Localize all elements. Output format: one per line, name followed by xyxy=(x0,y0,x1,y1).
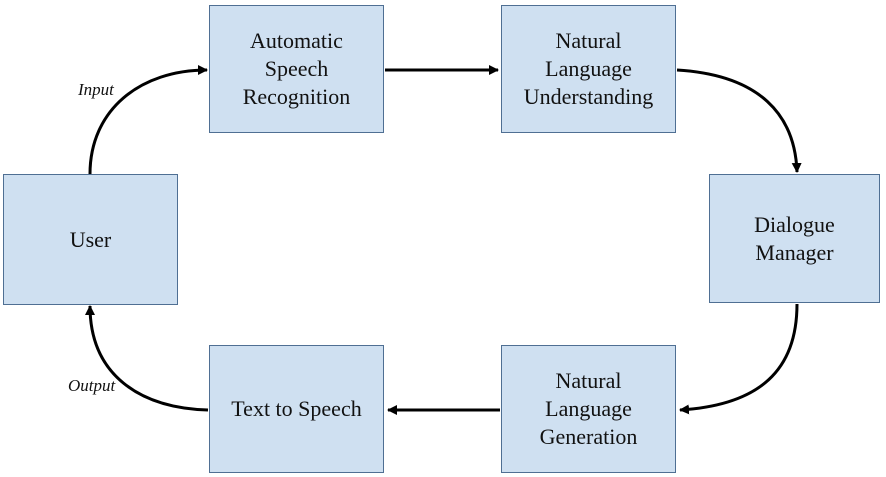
node-automatic-speech-recognition: Automatic Speech Recognition xyxy=(209,5,384,133)
node-user: User xyxy=(3,174,178,305)
node-label-dm: Dialogue Manager xyxy=(754,211,835,265)
node-text-to-speech: Text to Speech xyxy=(209,345,384,473)
edge-label-input: Input xyxy=(78,80,114,99)
arrow-dm-to-nlg xyxy=(679,303,799,415)
node-natural-language-generation: Natural Language Generation xyxy=(501,345,676,473)
arrow-user-to-asr xyxy=(88,65,208,175)
node-label-nlg: Natural Language Generation xyxy=(539,368,638,449)
arrow-nlu-to-dm xyxy=(676,68,802,173)
node-label-nlu: Natural Language Understanding xyxy=(523,28,654,109)
node-label-asr: Automatic Speech Recognition xyxy=(242,28,351,109)
node-natural-language-understanding: Natural Language Understanding xyxy=(501,5,676,133)
node-label-tts: Text to Speech xyxy=(231,396,362,421)
node-label-user: User xyxy=(69,226,112,252)
node-dialogue-manager: Dialogue Manager xyxy=(709,174,880,303)
edge-label-output: Output xyxy=(68,376,116,395)
arrow-tts-to-user xyxy=(85,305,209,412)
